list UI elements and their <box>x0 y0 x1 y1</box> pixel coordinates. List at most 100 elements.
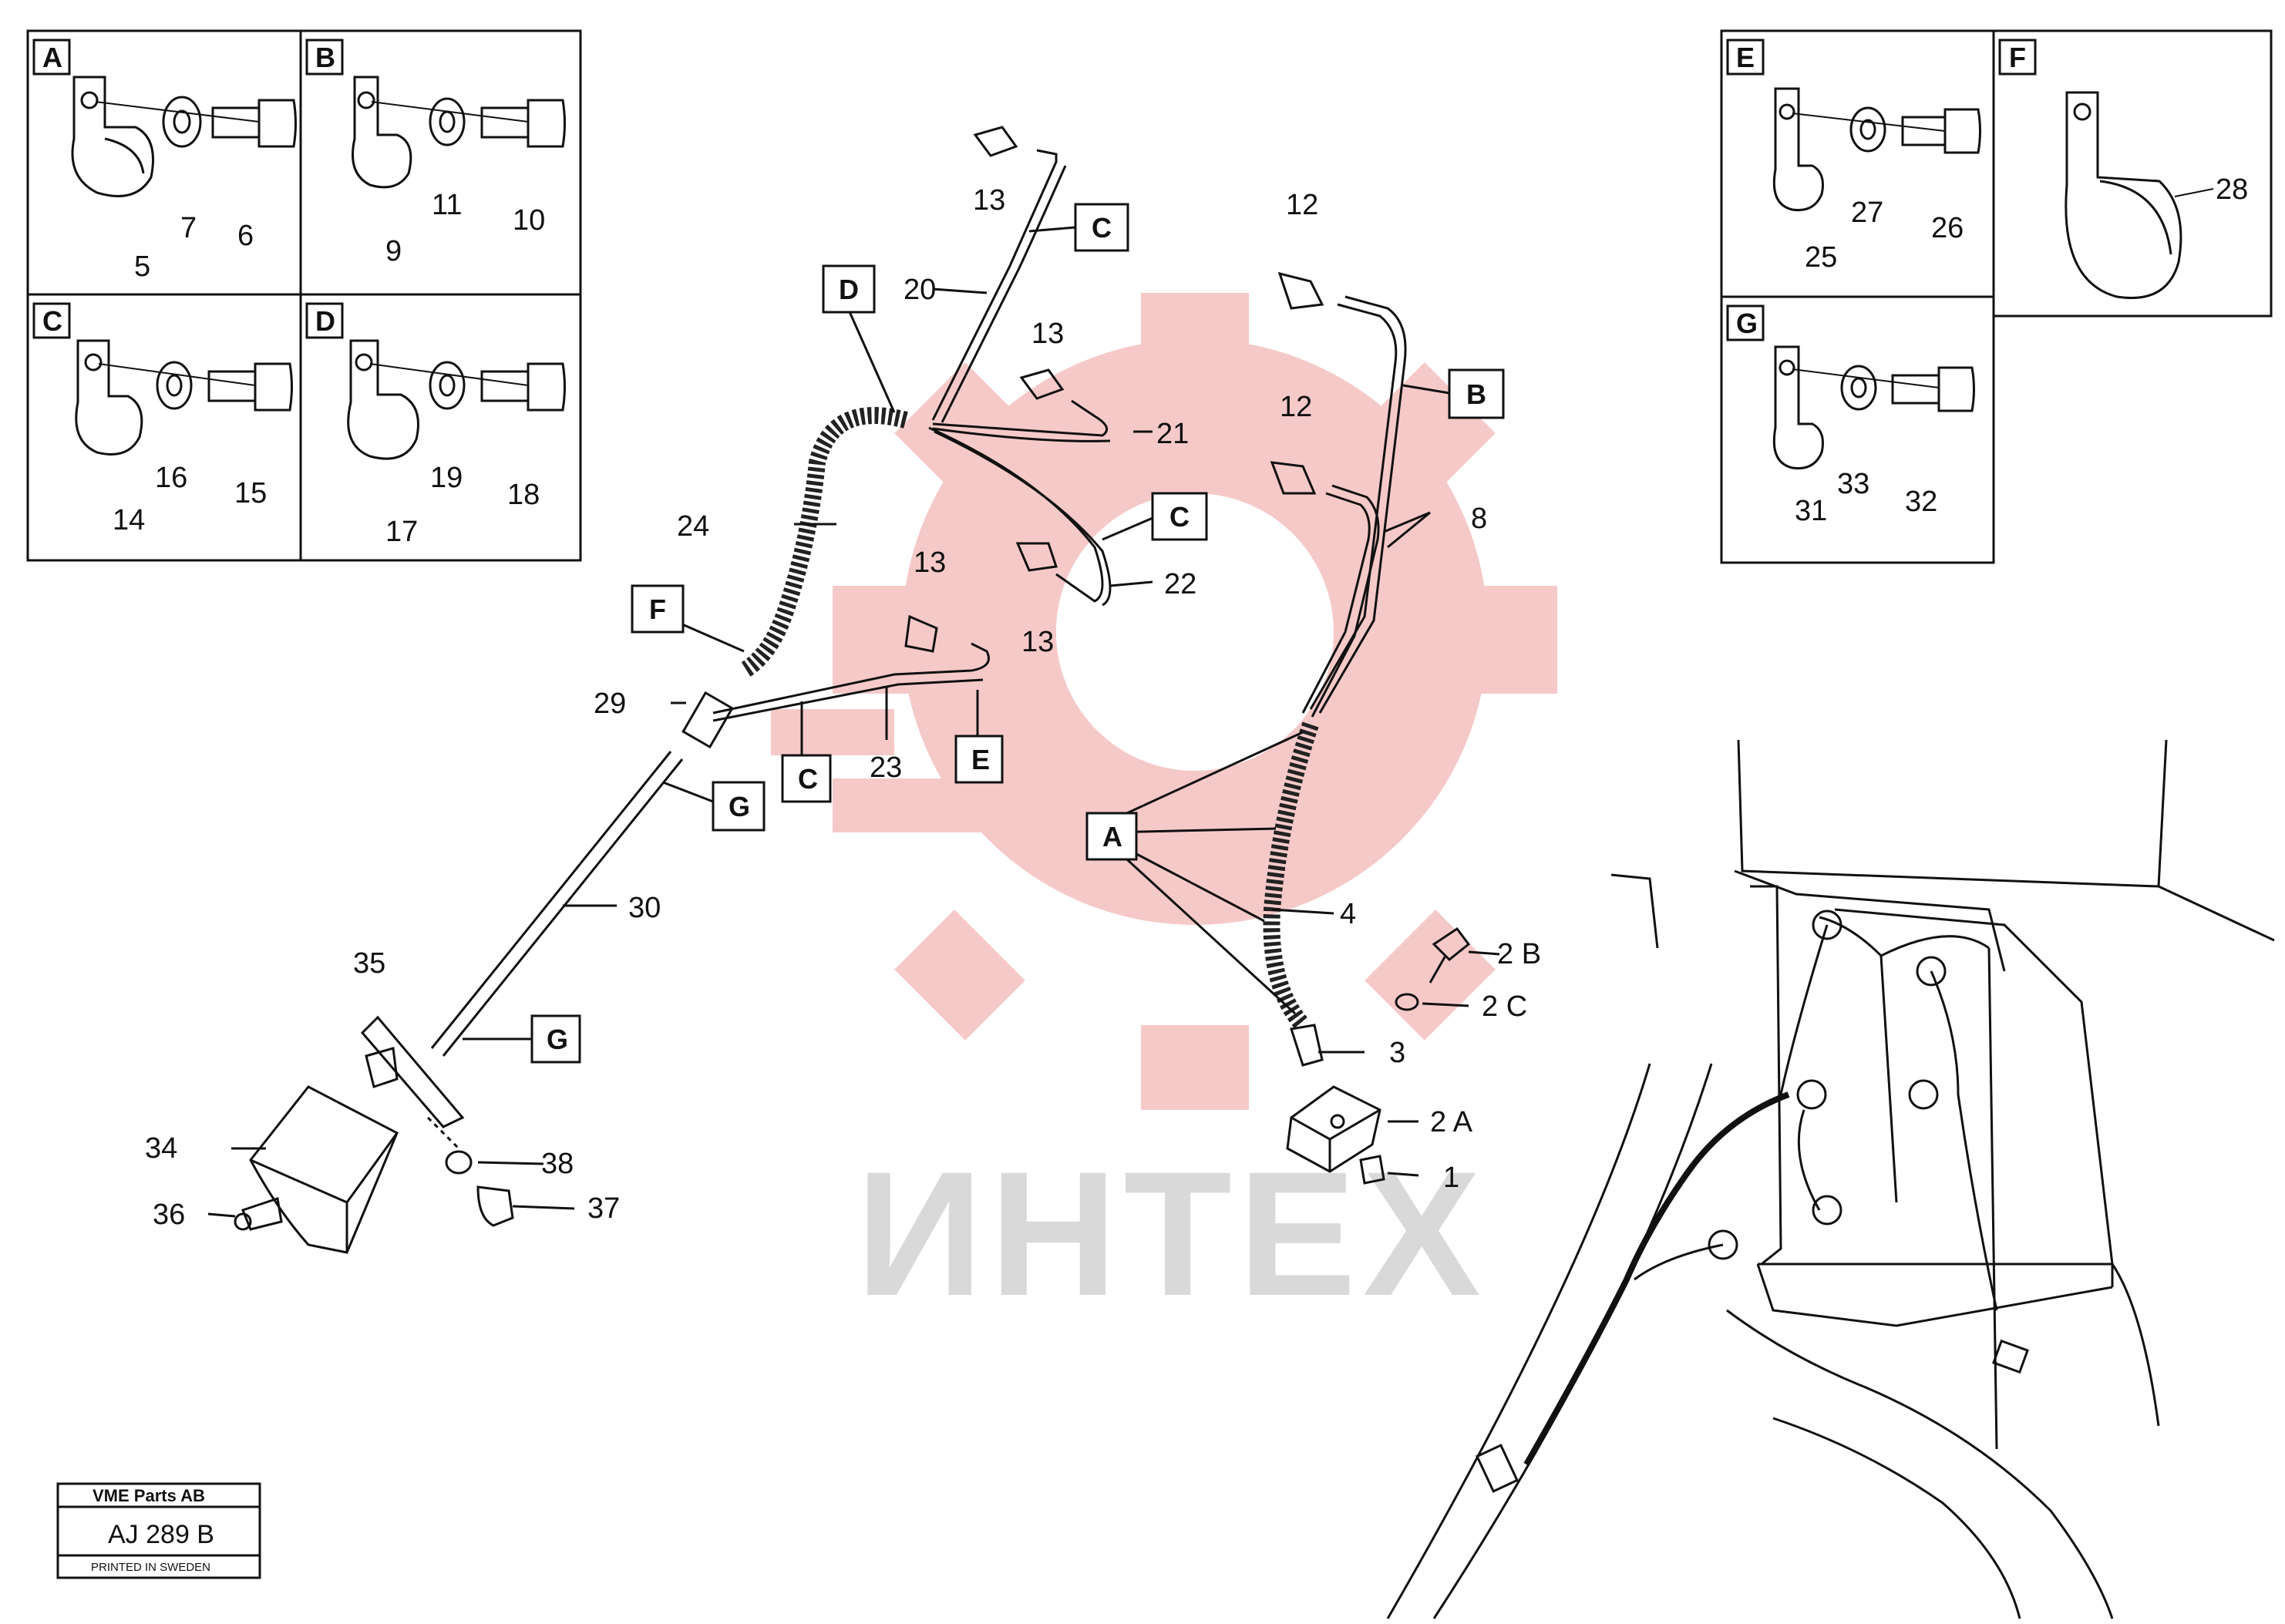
detail-f-letter: F <box>2009 42 2026 73</box>
part-label: 3 <box>1389 1037 1405 1069</box>
part-label: 18 <box>507 479 540 511</box>
detail-panel-right <box>1720 29 2273 564</box>
washer-icon <box>429 97 466 146</box>
part-label: 2 C <box>1482 990 1527 1023</box>
fitting-36 <box>241 1197 283 1231</box>
callout-d: D <box>839 274 859 305</box>
detail-e: E 25 27 26 <box>1726 39 1981 274</box>
part-label: 13 <box>973 184 1005 217</box>
part-label: 13 <box>1031 318 1064 350</box>
detail-c: C 14 16 15 <box>32 302 293 536</box>
stamp-company: VME Parts AB <box>93 1486 205 1505</box>
watermark-text: ИНТЕХ <box>856 1135 1487 1333</box>
detail-d: D 17 19 18 <box>305 302 566 548</box>
part-label: 2 B <box>1497 938 1541 970</box>
part-label: 5 <box>134 250 150 283</box>
bolt-icon <box>1901 108 1981 154</box>
part-label: 1 <box>1443 1162 1459 1194</box>
loader-sketch <box>1386 739 2275 1619</box>
washer-2c <box>1395 993 1419 1011</box>
part-label: 26 <box>1931 212 1964 244</box>
callout-a: A <box>1102 821 1122 852</box>
detail-panel-left <box>26 29 582 562</box>
part-label: 32 <box>1905 486 1937 518</box>
part-labels: 13 20 13 21 24 13 13 22 29 23 30 35 34 3… <box>145 184 1541 1231</box>
part-label: 6 <box>237 220 254 252</box>
washer-icon <box>156 361 193 410</box>
part-label: 14 <box>113 504 145 536</box>
clamp-icon <box>347 339 419 460</box>
detail-g: G 31 33 32 <box>1726 304 1975 527</box>
connector-plug <box>1476 1444 1519 1493</box>
callout-f: F <box>649 593 666 625</box>
hose-4 <box>1263 721 1319 1031</box>
washer-icon <box>162 96 202 148</box>
callout-g: G <box>547 1024 568 1055</box>
washer-icon <box>1849 106 1886 153</box>
part-label: 12 <box>1280 391 1312 423</box>
bolt-icon <box>480 362 566 412</box>
detail-a-letter: A <box>42 42 62 73</box>
part-label: 8 <box>1471 503 1487 535</box>
fitting-35 <box>365 1047 399 1088</box>
watermark-gear-icon <box>771 293 1557 1110</box>
bolt-icon <box>211 99 297 148</box>
detail-a: A 5 7 6 <box>32 39 297 283</box>
clamp-icon <box>1772 87 1824 212</box>
part-label: 30 <box>628 892 661 924</box>
clamp-icon <box>1772 345 1824 470</box>
washer-38 <box>445 1150 473 1175</box>
callout-c: C <box>798 763 818 795</box>
main-assembly <box>234 126 1471 1254</box>
bolt-2b <box>1432 926 1471 962</box>
connector-29 <box>681 691 734 749</box>
detail-d-letter: D <box>315 305 335 337</box>
pipe-20 <box>931 149 1058 421</box>
part-label: 37 <box>587 1192 620 1225</box>
clamp-icon <box>2065 91 2182 299</box>
bolt-icon <box>480 99 566 148</box>
bolt-icon <box>207 362 293 412</box>
callout-letters: C D B C F E C G A G <box>547 212 1486 1055</box>
part-label: 34 <box>145 1132 177 1165</box>
fitting-1 <box>1359 1155 1385 1185</box>
callout-e: E <box>971 744 990 775</box>
part-label: 36 <box>153 1199 185 1231</box>
pipe-8a <box>1309 303 1398 710</box>
clamp-icon <box>71 76 154 197</box>
part-label: 21 <box>1156 418 1189 450</box>
part-label: 28 <box>2216 173 2248 206</box>
part-label: 4 <box>1340 898 1356 930</box>
detail-b: B 9 11 10 <box>305 39 566 267</box>
part-label: 22 <box>1164 568 1196 600</box>
callout-c: C <box>1092 212 1112 244</box>
callout-boxes <box>530 203 1505 1064</box>
pipe-22 <box>928 426 1104 603</box>
callout-b: B <box>1466 378 1486 410</box>
leader-lines <box>207 226 1500 1218</box>
clamp-icon <box>75 339 143 456</box>
fitting-13-23 <box>904 614 938 653</box>
fitting-13-mid <box>1019 368 1065 400</box>
detail-e-letter: E <box>1736 42 1755 73</box>
tube-30 <box>430 751 672 1049</box>
detail-c-letter: C <box>42 305 62 337</box>
part-label: 38 <box>541 1148 574 1180</box>
detail-b-letter: B <box>315 42 335 73</box>
bolt-37 <box>476 1185 514 1227</box>
stamp-footer: PRINTED IN SWEDEN <box>91 1561 210 1574</box>
bolt-icon <box>1891 366 1975 412</box>
part-label: 13 <box>914 546 946 579</box>
part-label: 16 <box>155 462 187 494</box>
part-label: 27 <box>1851 197 1883 229</box>
watermark: ИНТЕХ <box>771 293 1557 1333</box>
detail-g-letter: G <box>1736 308 1758 339</box>
fitting-3 <box>1290 1024 1324 1067</box>
part-label: 13 <box>1021 626 1054 658</box>
block-2a <box>1286 1085 1381 1173</box>
part-label: 20 <box>904 274 936 306</box>
part-label: 12 <box>1286 189 1318 221</box>
pipe-23 <box>712 642 990 714</box>
hose-24 <box>739 407 908 678</box>
